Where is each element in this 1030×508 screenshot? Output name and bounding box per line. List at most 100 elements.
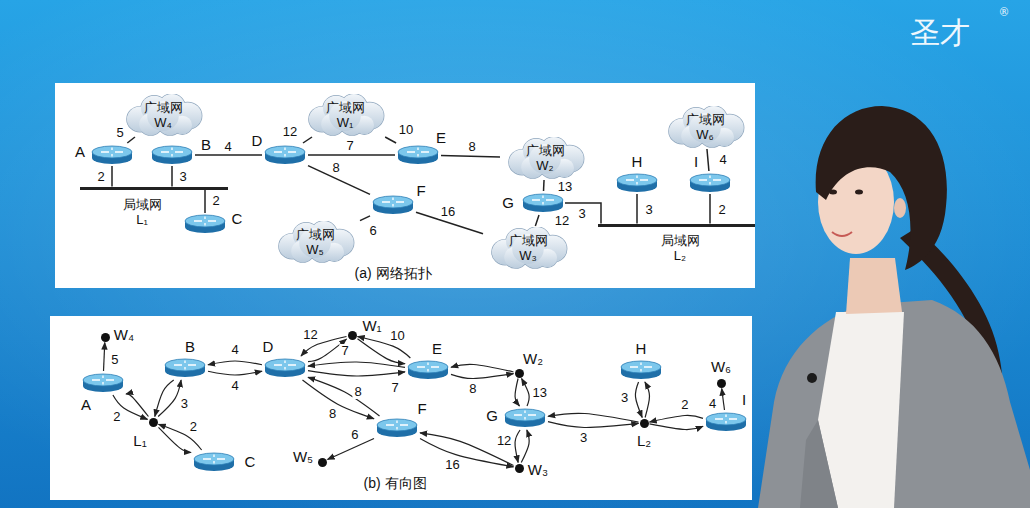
cost-label: 10: [397, 123, 415, 137]
eye: [829, 190, 837, 195]
cost-label: 12: [301, 328, 319, 342]
wan-name: 广域网 W₂: [526, 143, 565, 173]
figure-panel: (a) 网络拓扑广域网 W₄广域网 W₁广域网 W₆ABDE广域网 W₂HI局域…: [55, 83, 755, 288]
cloud-fill: [147, 101, 179, 131]
router-icon: [615, 172, 659, 194]
router-arrows: [174, 361, 196, 370]
cost-label: 6: [349, 428, 360, 442]
cost-label: 3: [179, 397, 190, 411]
router: E: [406, 359, 450, 381]
network-dot: L₁: [149, 418, 158, 427]
cost-label: 2: [210, 194, 221, 208]
cost-label: 4: [707, 397, 718, 411]
router-arrows: [161, 148, 183, 157]
panel-ground: [55, 83, 755, 288]
router-arrows: [514, 411, 536, 420]
wan-name: 广域网 W₆: [686, 112, 725, 142]
cost-label: 3: [619, 391, 630, 405]
link-line: [636, 194, 638, 224]
cost-label: 7: [344, 139, 355, 153]
cost-label: 12: [553, 214, 571, 228]
router-arrows: [101, 148, 123, 157]
router-icon: [521, 192, 565, 214]
router-arrows: [203, 455, 225, 464]
network-dot: W₆: [717, 379, 726, 388]
wan-cloud: 广域网 W₂: [501, 137, 589, 179]
router-icon: [396, 144, 440, 166]
cloud-outline: [299, 228, 331, 258]
link-line: [308, 362, 405, 367]
network-name: W₆: [710, 359, 732, 375]
figure-caption: (a) 网络拓扑: [355, 265, 432, 281]
presenter-figure: [758, 106, 1030, 508]
router-name: G: [501, 195, 515, 211]
link-line: [195, 154, 262, 156]
cost-label: 10: [388, 329, 406, 343]
link-line: [208, 361, 262, 365]
cloud-fill: [299, 228, 331, 258]
cost-label: 7: [389, 381, 400, 395]
link-line: [127, 137, 135, 143]
cloud-fill: [329, 101, 361, 131]
router-icon: [375, 417, 419, 439]
router-top: [165, 359, 205, 371]
router-icon: [503, 407, 547, 429]
cost-label: 8: [466, 140, 477, 154]
router-top: [194, 453, 234, 465]
router-name: C: [231, 211, 244, 227]
router: D: [263, 144, 307, 166]
router-top: [265, 359, 305, 371]
cost-label: 6: [367, 224, 378, 238]
wan-cloud: 广域网 W₄: [119, 94, 207, 136]
hair: [816, 106, 947, 270]
wan-cloud: 广域网 W₆: [661, 106, 749, 148]
link-line: [308, 371, 405, 376]
link-line: [650, 415, 704, 422]
cost-label: 8: [330, 161, 341, 175]
router-arrows: [382, 198, 404, 207]
panel-ground: [50, 316, 752, 500]
neck: [846, 258, 902, 314]
link-line: [308, 154, 395, 156]
network-name: W₄: [113, 327, 135, 343]
router: H: [619, 359, 663, 381]
router: A: [81, 372, 125, 394]
link-line: [522, 379, 530, 407]
router-arrows: [417, 363, 439, 372]
cost-label: 2: [716, 203, 727, 217]
link-line: [548, 413, 639, 422]
link-line: [650, 424, 704, 430]
wan-name: 广域网 W₅: [296, 227, 335, 257]
cloud-outline: [689, 113, 721, 143]
router-name: D: [262, 339, 275, 355]
wan-name: 广域网 W₁: [326, 100, 365, 130]
link-line: [515, 430, 520, 463]
cost-label: 3: [643, 203, 654, 217]
link-line: [543, 180, 545, 191]
eye: [855, 190, 863, 195]
router-name: D: [251, 133, 264, 149]
link-line: [126, 394, 148, 417]
lan-name: 局域网 L₁: [123, 197, 162, 227]
link-line: [645, 382, 650, 418]
cost-label: 3: [578, 431, 589, 445]
link-line: [548, 422, 639, 428]
network-name: W₅: [292, 449, 314, 465]
logo-watermark: ®: [999, 7, 1010, 19]
microphone: [807, 373, 817, 383]
router-icon: [371, 194, 415, 216]
router: F: [375, 417, 419, 439]
router-top: [152, 146, 192, 158]
router: D: [263, 357, 307, 379]
cost-label: 5: [114, 126, 125, 140]
router-name: F: [415, 183, 426, 199]
network-dot: W₄: [101, 333, 110, 342]
cardigan-front: [800, 420, 838, 508]
router-arrows: [715, 415, 737, 424]
logo-watermark: 圣才: [910, 16, 970, 49]
cost-label: 4: [229, 379, 240, 393]
router-icon: [183, 213, 227, 235]
link-line: [159, 427, 192, 452]
link-line: [521, 430, 529, 463]
